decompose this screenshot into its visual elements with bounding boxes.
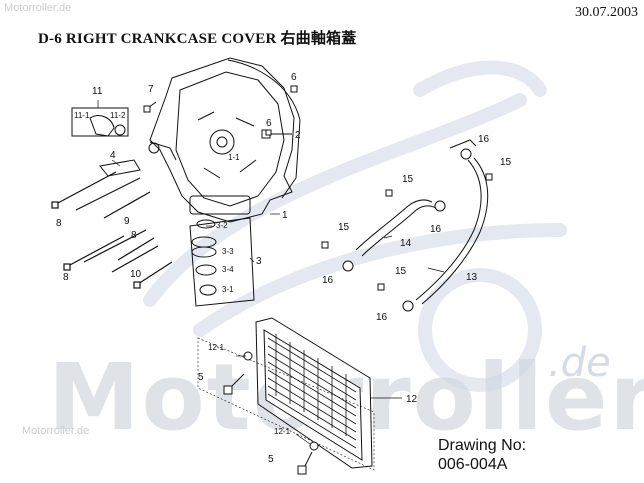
callout-15-a: 15 [402,174,414,185]
radiator-washer-12-1 [243,351,319,451]
callout-12-1-lower: 12-1 [274,427,291,436]
callout-15-c: 15 [395,266,407,277]
callout-12-1-upper: 12-1 [208,343,225,352]
callout-2: 2 [295,130,301,141]
bracket-part-4 [99,159,141,177]
drawing-number-label: Drawing No: [438,437,527,454]
callout-15-d: 15 [500,157,512,168]
callout-11-1: 11-1 [74,111,90,120]
callout-4: 4 [110,150,116,161]
bolt-part-6-lower [265,129,272,136]
coolant-hose-part-14 [342,199,446,272]
scooter-watermark-graphic [143,60,567,392]
callout-16-a: 16 [478,134,490,145]
callout-3-3: 3-3 [222,247,234,256]
callout-10: 10 [130,269,142,280]
callout-12: 12 [406,394,418,405]
watermark-logo-suffix: .de [548,340,611,386]
callout-1: 1 [282,210,288,221]
callout-7: 7 [148,84,154,95]
callout-1-1: 1-1 [228,153,240,162]
callout-3-4: 3-4 [222,265,234,274]
radiator-bolt-5-lower [297,451,313,475]
callout-13: 13 [466,272,478,283]
callout-6-upper: 6 [291,72,297,83]
callout-8-lower: 8 [63,272,69,283]
callout-16-c: 16 [322,275,334,286]
callout-5-lower: 5 [268,454,274,465]
callout-8-middle: 8 [131,230,137,241]
callout-9: 9 [124,216,130,227]
callout-11-2: 11-2 [110,111,126,120]
hose-clamp-bolts-15 [321,173,493,291]
callout-11: 11 [92,86,103,97]
watermark-top-text: Motorroller.de [4,2,72,14]
callout-5-upper: 5 [198,372,204,383]
radiator-part-12 [197,317,375,471]
callout-16-b: 16 [430,224,442,235]
coolant-hose-part-13 [402,139,489,312]
seal-set-part-3 [189,217,255,307]
drawing-number-value: 006-004A [438,456,508,473]
callout-3-1: 3-1 [222,285,234,294]
diagram-date: 30.07.2003 [575,5,638,20]
callout-3: 3 [256,256,262,267]
crankcase-cover-part [148,57,301,223]
callout-8-upper: 8 [56,218,62,229]
callout-15-b: 15 [338,222,350,233]
callout-14: 14 [400,238,412,249]
watermark-bottom-text: Motorroller.de [22,425,90,437]
radiator-bolt-5-upper [223,373,245,395]
kickstart-assembly-part-11 [71,107,129,137]
bolt-part-6-upper [290,85,298,93]
callout-6-lower: 6 [266,118,272,129]
long-bolts-8-9-10 [51,171,173,289]
callout-3-2: 3-2 [216,221,228,230]
diagram-title: D-6 RIGHT CRANKCASE COVER 右曲軸箱蓋 [38,31,357,47]
leader-lines [97,100,445,445]
bolt-part-7 [143,101,157,113]
callout-16-d: 16 [376,312,388,323]
